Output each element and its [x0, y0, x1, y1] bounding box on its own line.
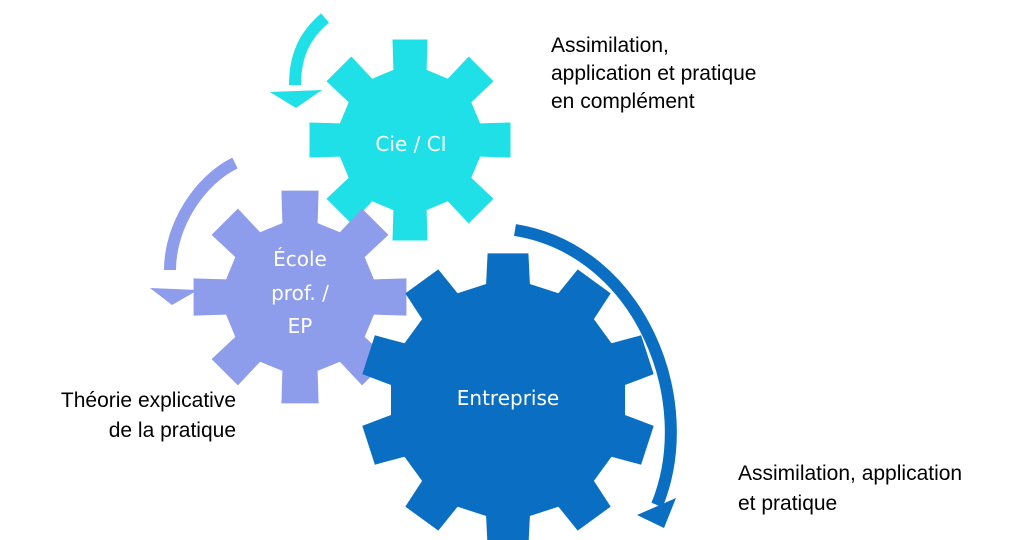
entreprise-gear [362, 253, 654, 540]
entreprise-caption-line1: Assimilation, application [738, 462, 962, 485]
ecole-gear-label-line1: École [273, 247, 327, 271]
entreprise-caption-line2: et pratique [738, 492, 837, 515]
ecole-caption-line2: de la pratique [109, 419, 236, 442]
ecole-gear [193, 190, 407, 404]
cie-curved-arrow-icon [270, 13, 330, 108]
cie-gear [309, 39, 511, 241]
ecole-gear-label-line2: prof. / [271, 281, 329, 305]
ecole-caption-line1: Théorie explicative [61, 389, 236, 412]
ecole-gear-label-line3: EP [288, 314, 313, 338]
entreprise-gear-label: Entreprise [457, 386, 559, 410]
cie-caption-line1: Assimilation, [551, 34, 669, 57]
cie-caption-line2: application et pratique [551, 62, 756, 85]
cie-gear-label: Cie / CI [375, 132, 446, 156]
ecole-curved-arrow-icon [150, 157, 238, 305]
gear-cie-body [309, 39, 511, 241]
entreprise-curved-arrow-icon [514, 224, 677, 528]
gear-entreprise-body [362, 253, 654, 540]
gear-ecole-body [193, 190, 407, 404]
cie-caption-line3: en complément [551, 90, 695, 113]
